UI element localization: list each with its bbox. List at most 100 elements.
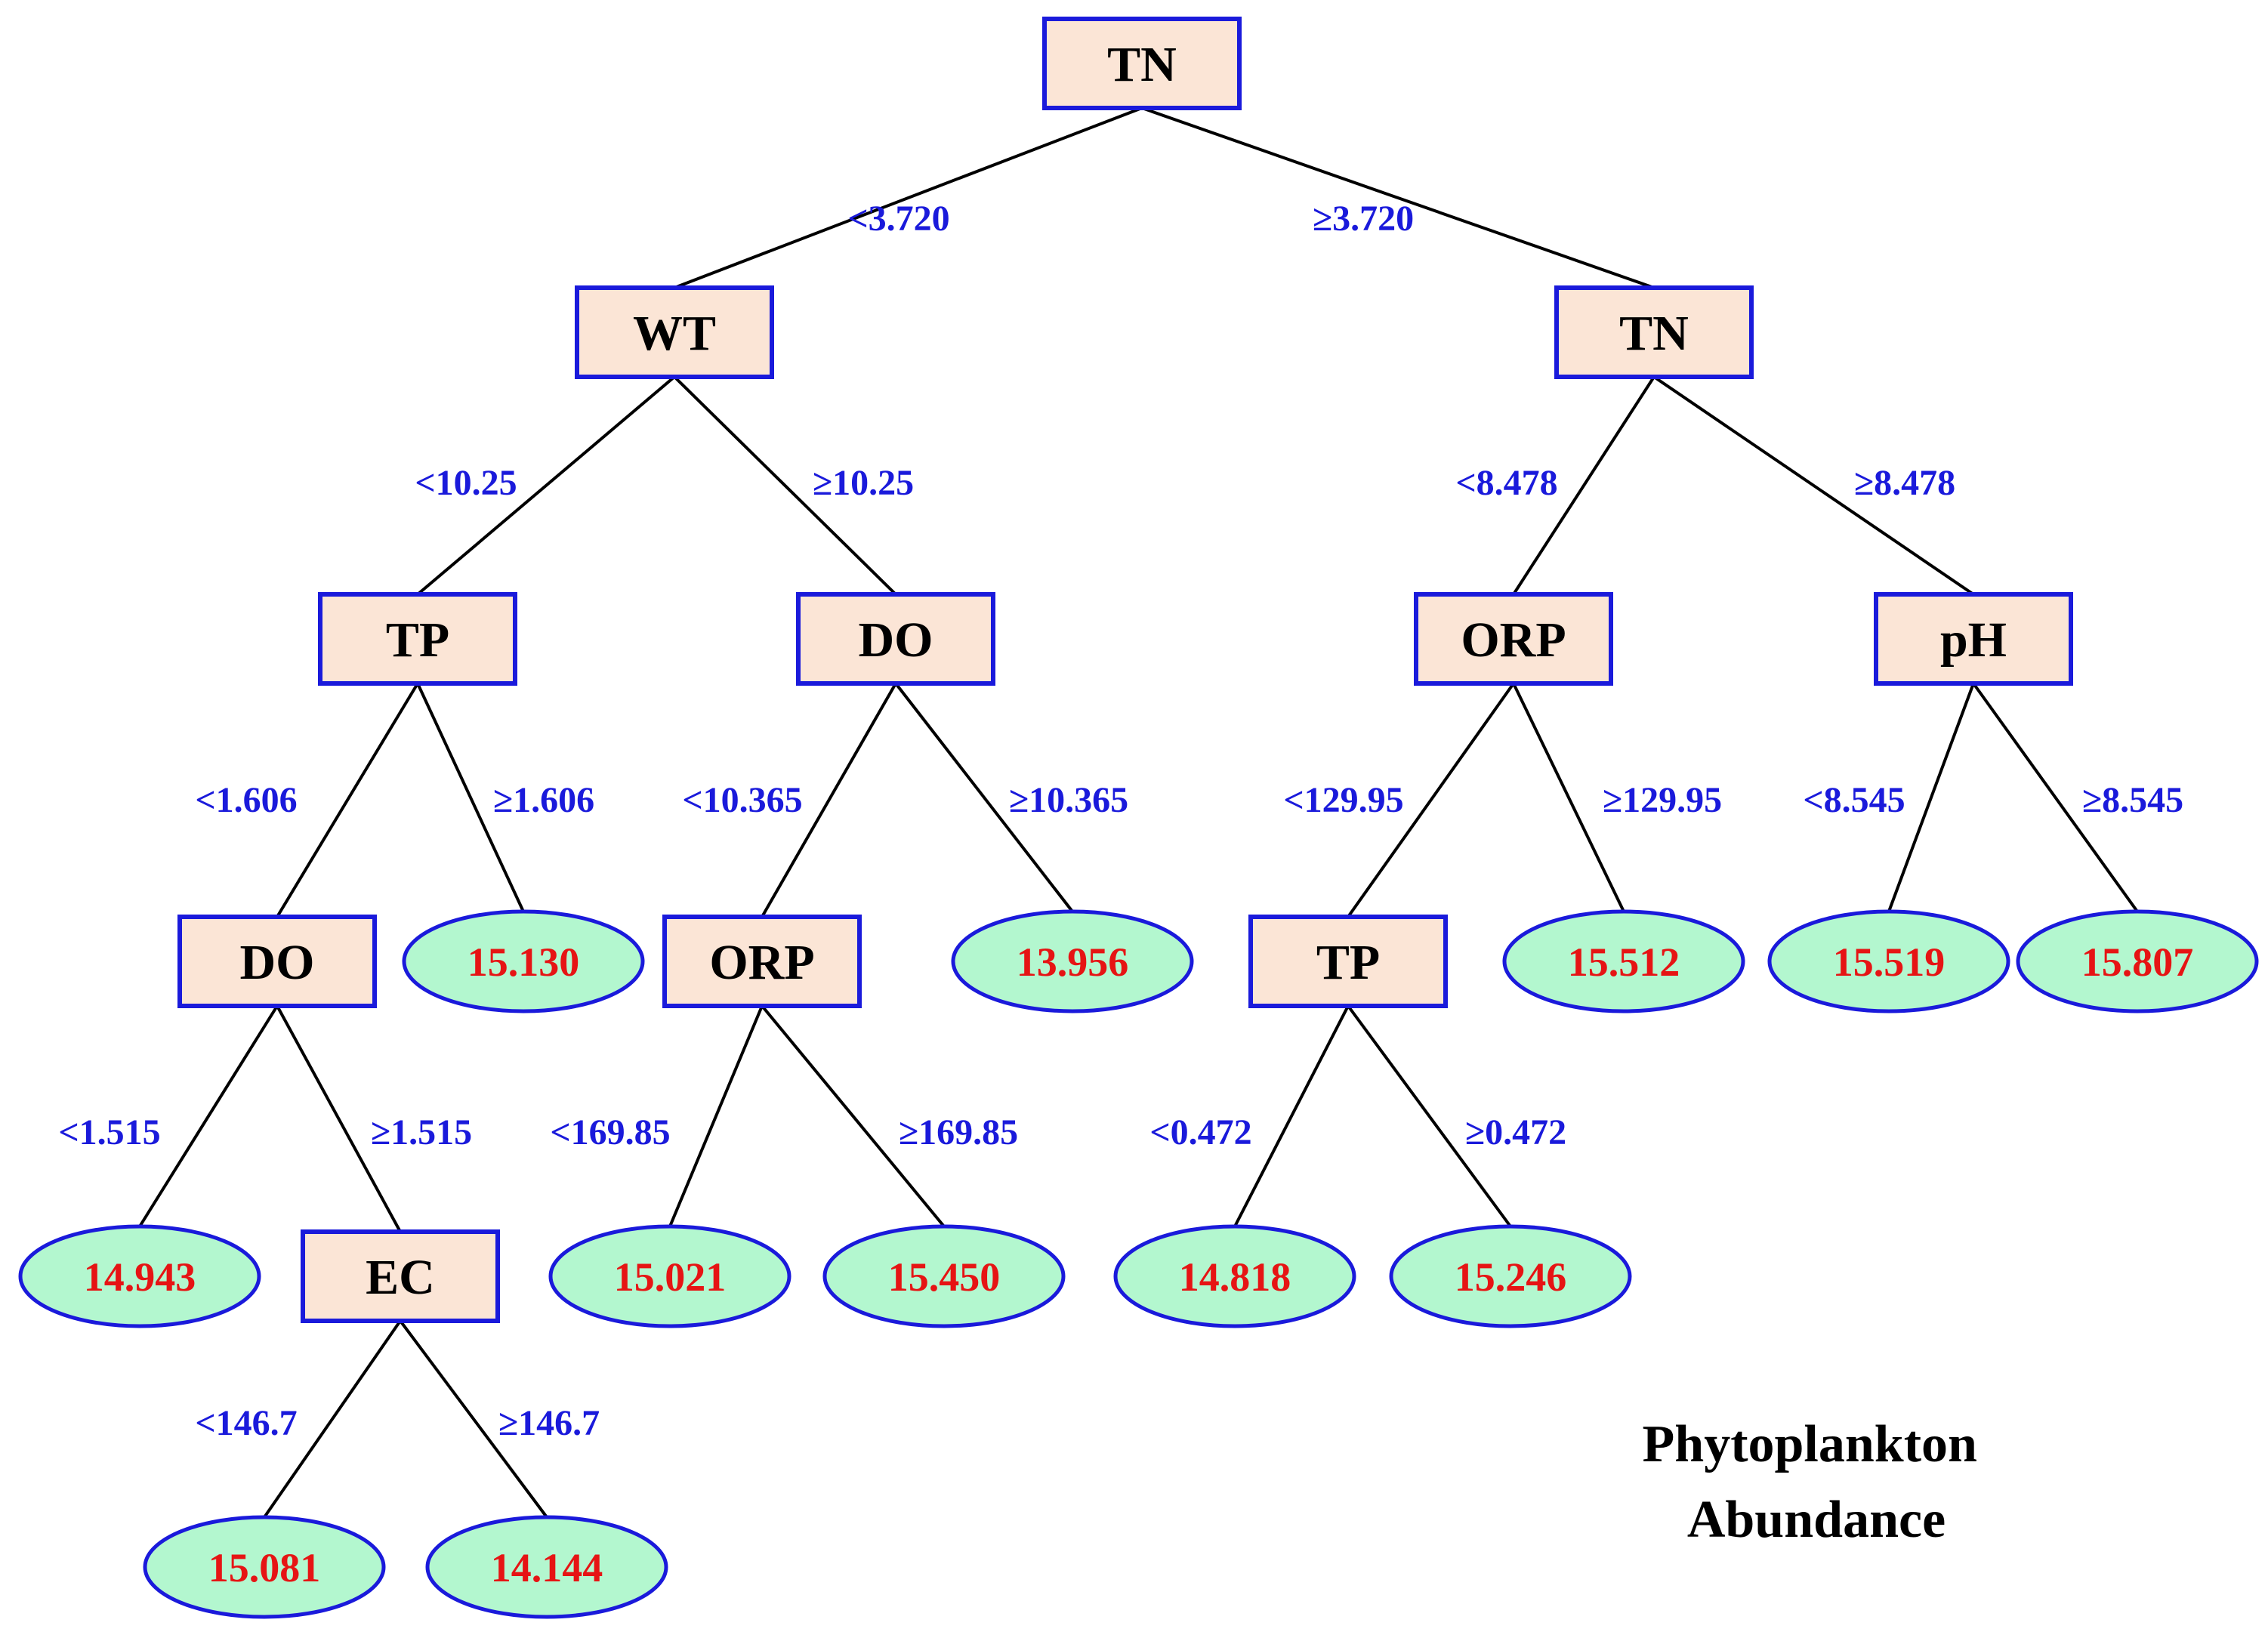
split-node-box [1554, 285, 1754, 379]
leaf-node-14-144: 14.144 [425, 1515, 668, 1619]
edge-label-n_orp2-to-l_15450: ≥169.85 [899, 1112, 1018, 1152]
split-node-label: DO [859, 612, 933, 668]
edge-label-n_do2-to-n_ec: ≥1.515 [371, 1112, 472, 1152]
edge-n_tn2-to-n_orp1 [1512, 375, 1655, 596]
split-node-label: ORP [1461, 612, 1566, 668]
leaf-node-ellipse [143, 1515, 386, 1619]
edge-label-n_do1-to-n_orp2: <10.365 [682, 780, 802, 820]
leaf-node-value: 15.450 [888, 1254, 1001, 1300]
edge-label-n_do2-to-l_14943: <1.515 [58, 1112, 160, 1152]
edge-n_do2-to-l_14943 [138, 1004, 279, 1228]
leaf-node-15-519: 15.519 [1767, 909, 2010, 1013]
split-node-label: WT [633, 306, 716, 361]
split-node-box [1248, 915, 1448, 1008]
split-node-box [1042, 17, 1242, 110]
edge-n_ph-to-l_15807 [1972, 682, 2139, 913]
split-node-box [301, 1229, 500, 1323]
leaf-node-ellipse [1502, 909, 1745, 1013]
edge-n_tn_root-to-n_wt [674, 106, 1143, 289]
split-node-orp: ORP [1414, 592, 1613, 686]
leaf-node-value: 14.943 [84, 1254, 196, 1300]
edge-label-n_tp2-to-l_14818: <0.472 [1149, 1112, 1251, 1152]
leaf-node-ellipse [822, 1224, 1066, 1328]
edge-label-n_tp2-to-l_15246: ≥0.472 [1465, 1112, 1566, 1152]
split-node-label: DO [240, 935, 315, 990]
split-node-box [662, 915, 862, 1008]
title-line-1: Phytoplankton [1643, 1415, 1977, 1473]
edge-label-n_tn2-to-n_ph: ≥8.478 [1854, 463, 1955, 503]
leaf-node-15-512: 15.512 [1502, 909, 1745, 1013]
edge-label-n_orp2-to-l_15021: <169.85 [550, 1112, 670, 1152]
leaf-node-value: 15.021 [614, 1254, 727, 1300]
split-node-tn: TN [1554, 285, 1754, 379]
edge-label-n_tp1-to-l_15130: ≥1.606 [493, 780, 594, 820]
leaf-node-15-021: 15.021 [548, 1224, 791, 1328]
split-node-do: DO [796, 592, 995, 686]
edge-label-n_orp1-to-l_15512: ≥129.95 [1603, 780, 1722, 820]
leaf-node-value: 15.246 [1455, 1254, 1567, 1300]
leaf-node-value: 15.519 [1833, 939, 1946, 985]
leaf-node-15-450: 15.450 [822, 1224, 1066, 1328]
edge-label-n_orp1-to-n_tp2: <129.95 [1283, 780, 1403, 820]
split-node-label: EC [366, 1250, 435, 1305]
split-node-wt: WT [575, 285, 774, 379]
edge-n_orp1-to-n_tp2 [1347, 682, 1515, 918]
edge-n_wt-to-n_tp1 [416, 375, 676, 596]
edge-n_orp1-to-l_15512 [1512, 683, 1625, 912]
leaf-node-15-081: 15.081 [143, 1515, 386, 1619]
leaf-node-value: 15.130 [467, 939, 580, 985]
leaf-node-ellipse [951, 909, 1194, 1013]
edge-label-n_tp1-to-n_do2: <1.606 [195, 780, 297, 820]
split-node-ec: EC [301, 1229, 500, 1323]
split-node-box [1414, 592, 1613, 686]
leaf-node-value: 14.144 [491, 1545, 603, 1590]
split-node-tp: TP [318, 592, 517, 686]
edge-n_tp1-to-n_do2 [276, 682, 419, 918]
split-node-orp: ORP [662, 915, 862, 1008]
leaf-node-ellipse [1767, 909, 2010, 1013]
split-node-ph: pH [1874, 592, 2073, 686]
edge-n_orp2-to-l_15021 [668, 1005, 764, 1227]
edge-n_tp2-to-l_15246 [1347, 1004, 1512, 1228]
leaf-node-ellipse [18, 1224, 261, 1328]
edge-n_ec-to-l_15081 [263, 1319, 402, 1519]
edge-n_do2-to-n_ec [276, 1005, 402, 1232]
leaf-node-ellipse [548, 1224, 791, 1328]
edge-label-n_ec-to-l_15081: <146.7 [195, 1403, 297, 1443]
edge-label-n_tn_root-to-n_wt: <3.720 [847, 199, 949, 239]
leaf-node-15-807: 15.807 [2016, 909, 2259, 1013]
edge-n_ph-to-l_15519 [1887, 683, 1975, 912]
leaf-node-value: 15.512 [1568, 939, 1680, 985]
leaf-node-value: 15.807 [2081, 939, 2194, 985]
split-node-label: TN [1107, 37, 1177, 92]
split-node-box [796, 592, 995, 686]
leaf-node-value: 14.818 [1179, 1254, 1291, 1300]
split-node-box [1874, 592, 2073, 686]
leaf-node-ellipse [2016, 909, 2259, 1013]
edge-label-n_tn_root-to-n_tn2: ≥3.720 [1313, 199, 1414, 239]
split-node-do: DO [177, 915, 377, 1008]
edges-layer [138, 106, 2139, 1519]
split-node-box [318, 592, 517, 686]
edge-n_do1-to-n_orp2 [761, 683, 897, 918]
edge-n_orp2-to-l_15450 [761, 1004, 946, 1228]
leaf-node-15-246: 15.246 [1389, 1224, 1632, 1328]
split-node-label: pH [1940, 612, 2007, 668]
split-node-tp: TP [1248, 915, 1448, 1008]
edge-label-n_ph-to-l_15519: <8.545 [1803, 780, 1905, 820]
edge-label-n_wt-to-n_tp1: <10.25 [415, 463, 517, 503]
edge-n_wt-to-n_do1 [673, 375, 897, 596]
split-node-box [575, 285, 774, 379]
split-node-label: ORP [709, 935, 814, 990]
split-node-label: TN [1619, 306, 1689, 361]
leaf-node-value: 13.956 [1017, 939, 1129, 985]
leaf-node-13-956: 13.956 [951, 909, 1194, 1013]
edge-n_tn_root-to-n_tn2 [1141, 106, 1655, 289]
edge-label-n_do1-to-l_13956: ≥10.365 [1009, 780, 1128, 820]
edge-label-n_ph-to-l_15807: ≥8.545 [2082, 780, 2183, 820]
leaf-node-ellipse [1389, 1224, 1632, 1328]
edge-label-n_ec-to-l_14144: ≥146.7 [498, 1403, 600, 1443]
nodes-layer: TN WT TN TP DO ORP pH DO 15.130 ORP 13.956 TP 15.512… [18, 17, 2259, 1619]
edge-n_tn2-to-n_ph [1652, 375, 1975, 596]
